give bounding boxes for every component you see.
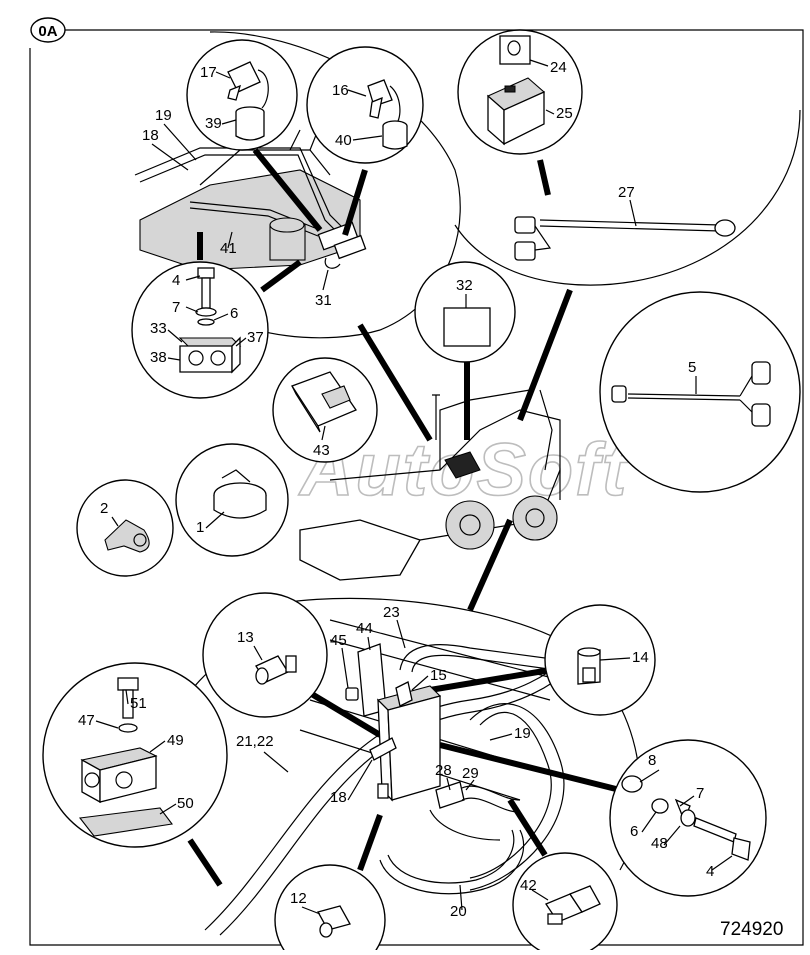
detail-clip-2 xyxy=(76,479,174,577)
detail-adapter-42 xyxy=(512,852,618,955)
callout-38: 38 xyxy=(150,349,167,366)
callout-7-lower: 7 xyxy=(696,785,704,802)
callout-31: 31 xyxy=(315,292,332,309)
callout-5: 5 xyxy=(688,359,696,376)
callout-labels: 17 19 18 39 16 40 24 25 27 41 31 4 7 6 3… xyxy=(78,59,733,920)
detail-fasteners-48 xyxy=(609,739,767,897)
callout-51: 51 xyxy=(130,695,147,712)
callout-50: 50 xyxy=(177,795,194,812)
detail-label-32 xyxy=(414,261,516,363)
callout-2: 2 xyxy=(100,500,108,517)
detail-manual-43 xyxy=(272,357,378,463)
detail-hose-clip-1 xyxy=(175,443,289,557)
callout-47: 47 xyxy=(78,712,95,729)
callout-33: 33 xyxy=(150,320,167,337)
callout-20: 20 xyxy=(450,903,467,920)
detail-harness-5 xyxy=(599,291,801,493)
detail-harness-27 xyxy=(454,109,801,286)
callout-21-22: 21,22 xyxy=(236,733,274,750)
callout-8: 8 xyxy=(648,752,656,769)
callout-29: 29 xyxy=(462,765,479,782)
callout-14: 14 xyxy=(632,649,649,666)
backhoe-machine xyxy=(299,389,561,581)
callout-25: 25 xyxy=(556,105,573,122)
callout-13: 13 xyxy=(237,629,254,646)
detail-top-left xyxy=(134,31,461,339)
callout-24: 24 xyxy=(550,59,567,76)
diagram-frame xyxy=(29,29,804,946)
detail-switch-25 xyxy=(457,29,583,155)
callout-32: 32 xyxy=(456,277,473,294)
detail-adapter-13 xyxy=(202,592,328,718)
detail-clamp-38 xyxy=(131,261,269,399)
callout-39: 39 xyxy=(205,115,222,132)
section-badge-text: 0A xyxy=(38,23,57,40)
callout-15: 15 xyxy=(430,667,447,684)
callout-43: 43 xyxy=(313,442,330,459)
callout-7-top: 7 xyxy=(172,299,180,316)
callout-44: 44 xyxy=(356,620,373,637)
callout-37: 37 xyxy=(247,329,264,346)
callout-23: 23 xyxy=(383,604,400,621)
callout-19-lower: 19 xyxy=(514,725,531,742)
callout-6-top: 6 xyxy=(230,305,238,322)
callout-4-top: 4 xyxy=(172,272,180,289)
section-badge: 0A xyxy=(30,17,66,43)
callout-40: 40 xyxy=(335,132,352,149)
callout-45: 45 xyxy=(330,632,347,649)
callout-18-lower: 18 xyxy=(330,789,347,806)
callout-12: 12 xyxy=(290,890,307,907)
callout-16: 16 xyxy=(332,82,349,99)
callout-6-lower: 6 xyxy=(630,823,638,840)
detail-coupler-17 xyxy=(186,39,298,151)
callout-27: 27 xyxy=(618,184,635,201)
callout-48: 48 xyxy=(651,835,668,852)
detail-clamp-49 xyxy=(42,662,228,848)
callout-49: 49 xyxy=(167,732,184,749)
detail-adapter-12 xyxy=(274,864,386,955)
callout-19: 19 xyxy=(155,107,172,124)
drawing-number: 724920 xyxy=(720,919,783,940)
callout-4-lower: 4 xyxy=(706,863,714,880)
callout-41: 41 xyxy=(220,240,237,257)
callout-28: 28 xyxy=(435,762,452,779)
callout-1: 1 xyxy=(196,519,204,536)
detail-coupler-16 xyxy=(306,46,424,164)
callout-17: 17 xyxy=(200,64,217,81)
callout-18: 18 xyxy=(142,127,159,144)
